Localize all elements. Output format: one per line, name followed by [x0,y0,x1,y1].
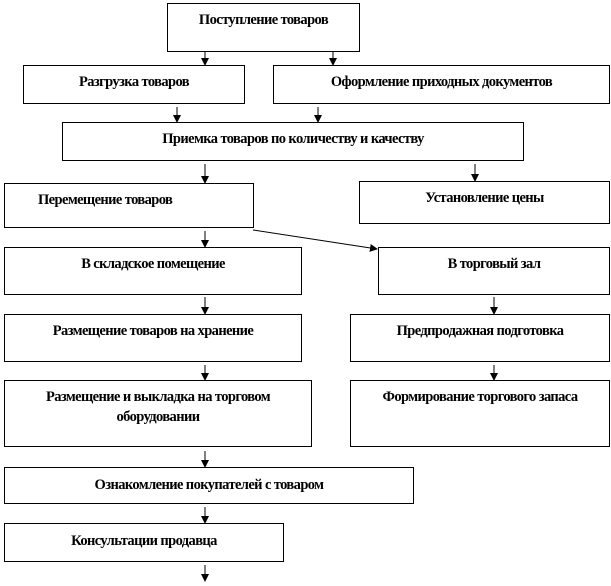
node-salesfloor: В торговый зал [378,247,610,295]
node-unloading: Разгрузка товаров [23,65,245,104]
node-acceptance: Приемка товаров по количеству и качеству [62,122,524,161]
node-pricing: Установление цены [359,181,610,224]
node-moving: Перемещение товаров [4,183,254,228]
node-familiarization: Ознакомление покупателей с товаром [4,467,414,504]
arrow [252,229,378,252]
node-display: Размещение и выкладка на торговом оборуд… [4,380,312,447]
node-stock: Формирование торгового запаса [350,380,610,447]
node-warehouse: В складское помещение [4,247,302,295]
node-storage: Размещение товаров на хранение [4,314,302,362]
node-documents: Оформление приходных документов [273,65,610,104]
node-presale: Предпродажная подготовка [350,314,610,362]
node-receipt: Поступление товаров [167,3,360,52]
node-consultation: Консультации продавца [4,523,284,562]
